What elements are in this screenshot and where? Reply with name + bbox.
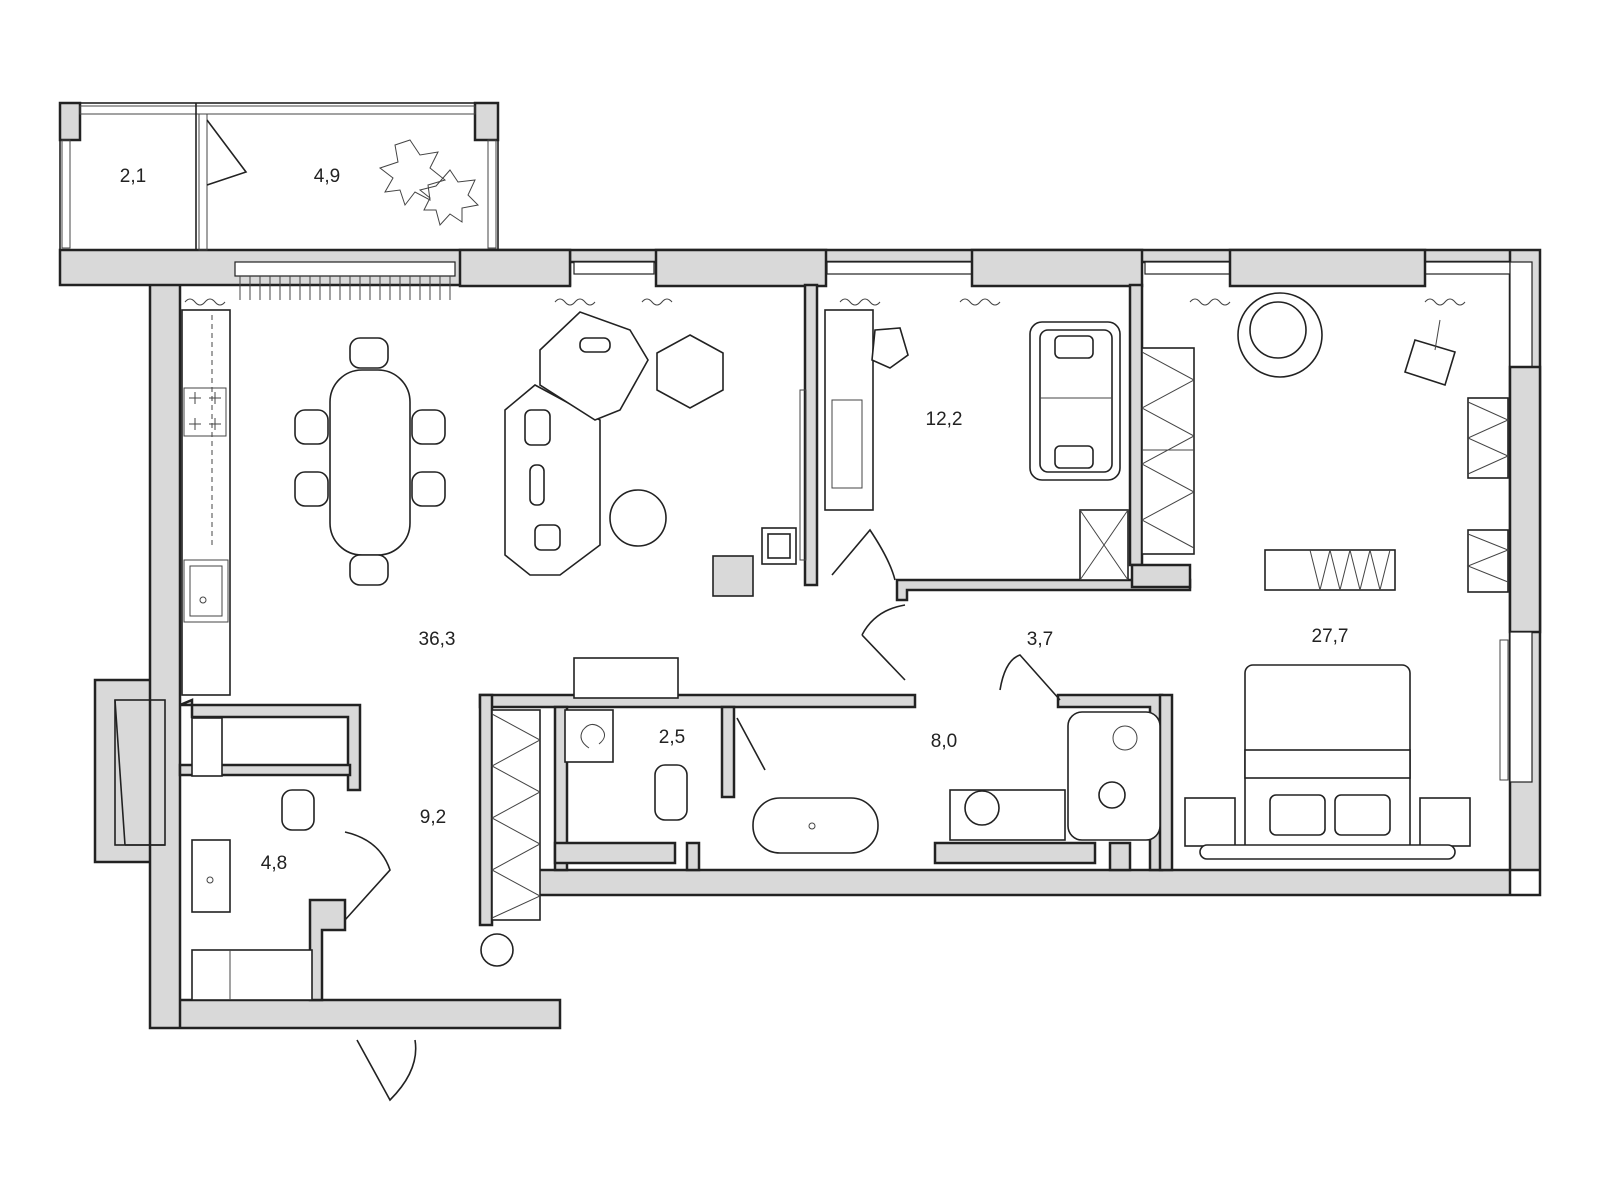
room-area-balcony-small: 2,1 — [120, 166, 146, 187]
stove-icon — [189, 392, 221, 430]
hex-ottoman — [656, 334, 724, 409]
side-table — [712, 555, 754, 597]
kitchen-living — [181, 276, 1466, 699]
dining-table — [294, 337, 446, 586]
entry — [344, 709, 542, 1102]
room-area-entrance-hall: 9,2 — [420, 807, 446, 828]
small-bath — [191, 717, 315, 1001]
room-area-bathroom: 8,0 — [931, 731, 957, 752]
bathroom — [752, 711, 1161, 854]
office-sofa — [1029, 321, 1121, 481]
room-area-bathroom-small: 4,8 — [261, 853, 287, 874]
plant-icon — [378, 139, 480, 227]
small-chairs — [761, 527, 797, 565]
room-area-toilet: 2,5 — [659, 727, 685, 748]
sofa — [504, 311, 649, 576]
room-area-balcony-large: 4,9 — [314, 166, 340, 187]
toilet — [564, 709, 766, 821]
office — [824, 309, 1196, 581]
hall — [861, 604, 1061, 701]
room-area-bedroom: 27,7 — [1312, 626, 1349, 647]
room-area-hall-corridor: 3,7 — [1027, 629, 1053, 650]
room-area-living-kitchen: 36,3 — [419, 629, 456, 650]
balcony — [58, 101, 500, 251]
tv-console — [573, 657, 679, 699]
coffee-table — [609, 489, 667, 547]
room-labels: 2,1 4,9 36,3 12,2 27,7 3,7 2,5 8,0 9,2 4… — [120, 166, 1349, 874]
bedroom — [1184, 292, 1510, 860]
room-area-office: 12,2 — [926, 409, 963, 430]
bed — [1184, 664, 1471, 860]
